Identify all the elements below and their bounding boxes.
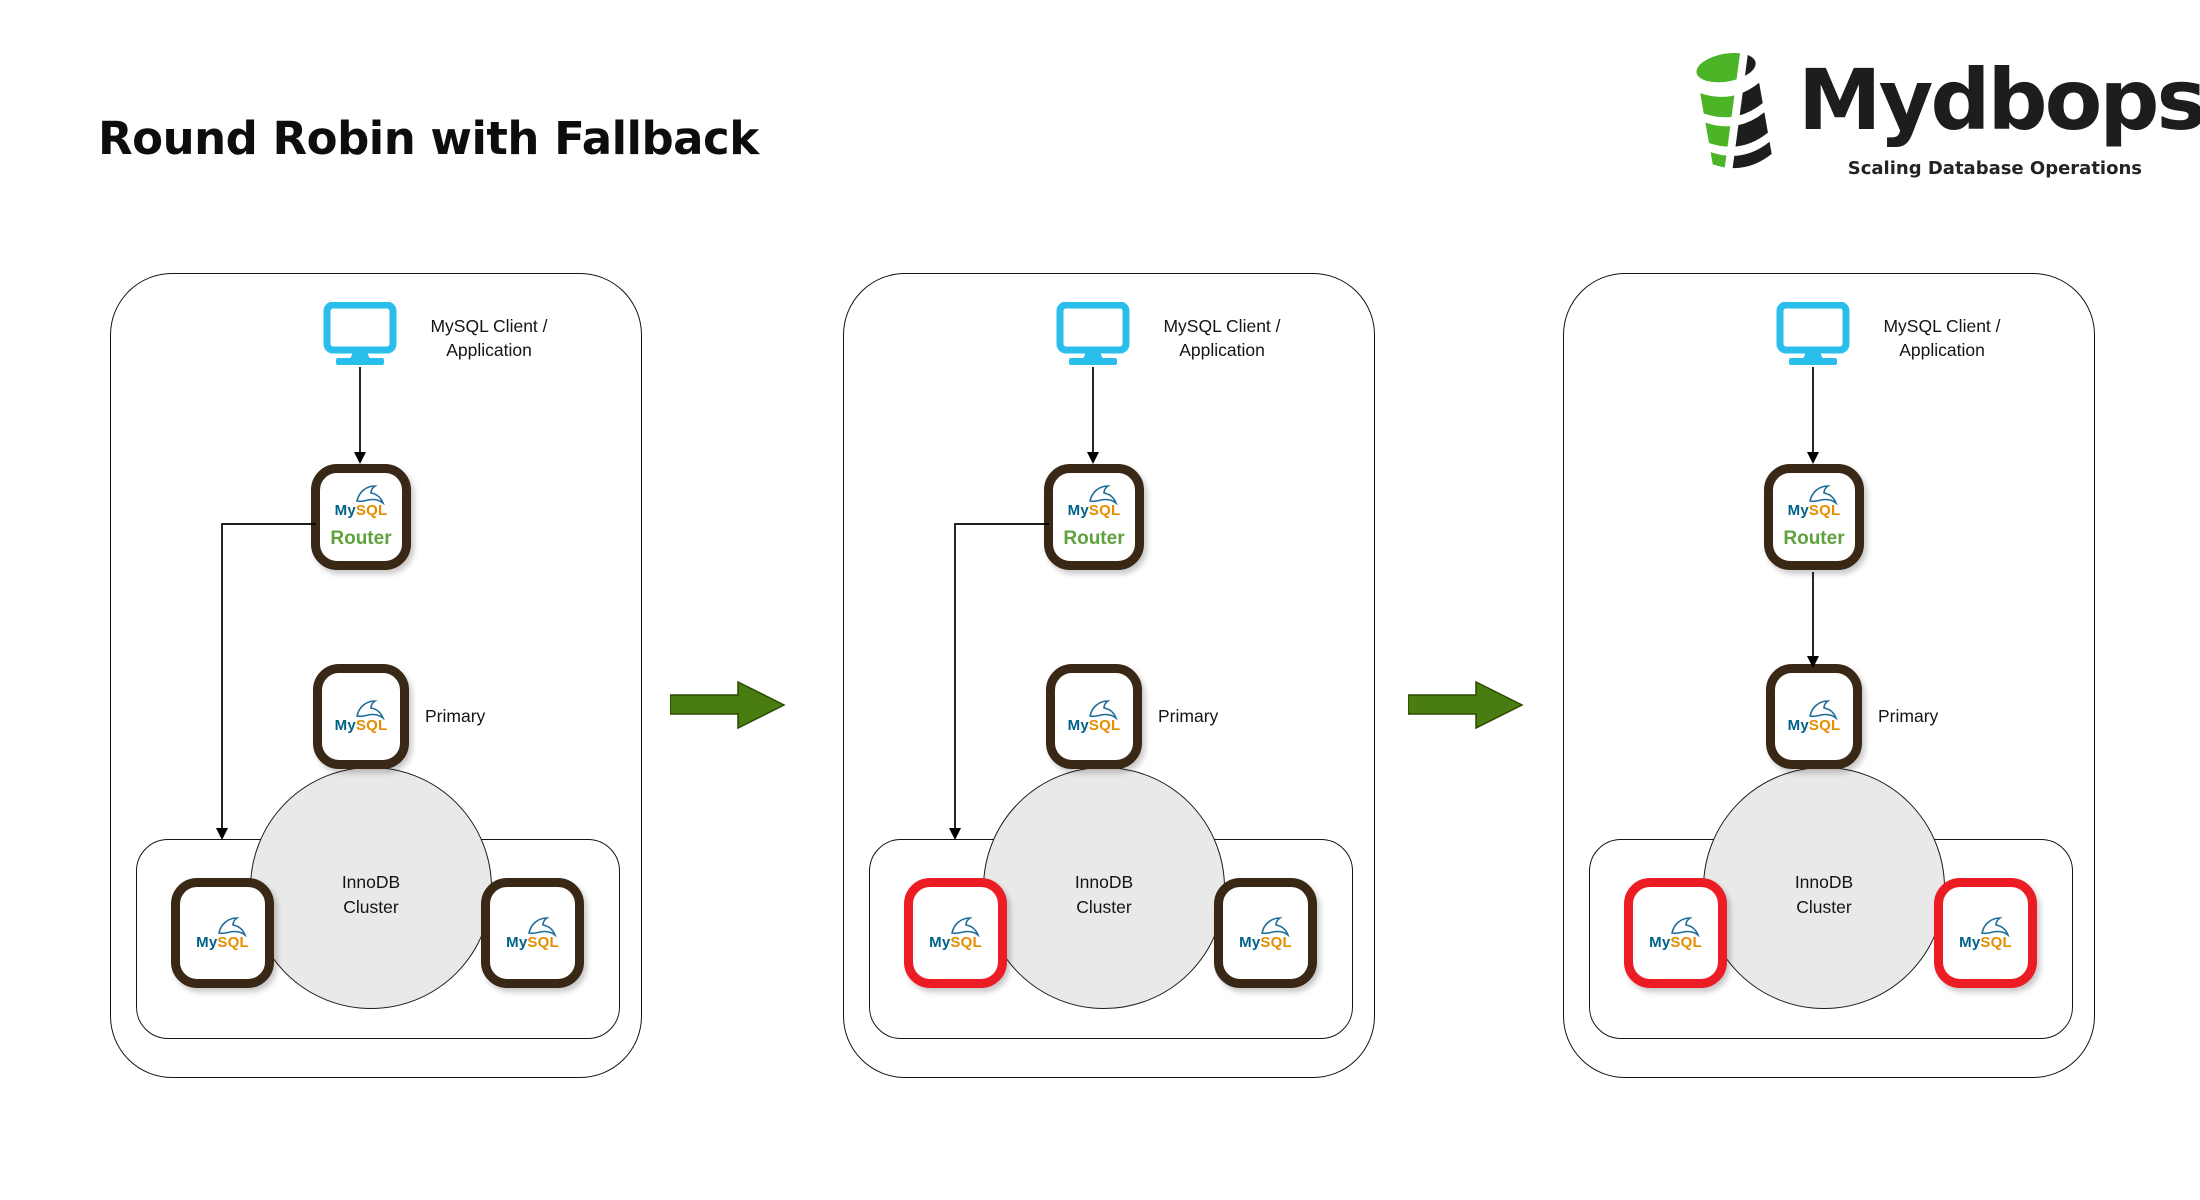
mysql-dolphin-icon xyxy=(1980,916,2010,937)
primary-node: MySQL xyxy=(1766,664,1862,769)
primary-node: MySQL xyxy=(313,664,409,769)
router-label: Router xyxy=(330,528,392,549)
cluster-label-line2: Cluster xyxy=(1076,896,1132,917)
router-to-secondary-arrow xyxy=(949,523,1049,840)
mysql-wordmark: MySQL xyxy=(1787,502,1841,519)
client-label: MySQL Client / Application xyxy=(1142,314,1302,362)
secondary-node-right: MySQL xyxy=(1214,878,1317,988)
cluster-label-line2: Cluster xyxy=(1796,896,1852,917)
mysql-dolphin-icon xyxy=(1809,700,1838,720)
router-to-primary-arrow xyxy=(1807,572,1819,668)
transition-arrow-1 xyxy=(670,681,786,730)
router-label: Router xyxy=(1063,528,1125,549)
mysql-logo: MySQL xyxy=(1788,484,1841,519)
router-label: Router xyxy=(1783,528,1845,549)
mysql-wordmark: MySQL xyxy=(1067,717,1121,734)
router-to-secondary-arrow xyxy=(216,523,316,840)
client-label-line1: MySQL Client / xyxy=(1883,316,2001,336)
mysql-dolphin-icon xyxy=(1670,916,1700,937)
mysql-wordmark: MySQL xyxy=(506,933,559,951)
mysql-wordmark: MySQL xyxy=(334,502,388,519)
mysql-logo: MySQL xyxy=(929,916,982,951)
primary-label: Primary xyxy=(1158,706,1219,726)
cluster-label-line1: InnoDB xyxy=(341,872,401,892)
client-label-line2: Application xyxy=(446,340,532,361)
cluster-label-line2: Cluster xyxy=(343,896,399,917)
computer-monitor-icon xyxy=(323,302,397,365)
client-label: MySQL Client / Application xyxy=(409,314,569,362)
client-to-router-arrow xyxy=(1087,367,1099,464)
mysql-dolphin-icon xyxy=(1089,485,1118,505)
brand-logo: Mydbops Scaling Database Operations xyxy=(1680,30,2200,190)
mysql-router-node: MySQL Router xyxy=(311,464,411,570)
mysql-wordmark: MySQL xyxy=(929,933,982,951)
mysql-dolphin-icon xyxy=(217,916,247,937)
secondary-node-right: MySQL xyxy=(481,878,584,988)
secondary-node-left: MySQL xyxy=(1624,878,1727,988)
primary-node: MySQL xyxy=(1046,664,1142,769)
mysql-dolphin-icon xyxy=(527,916,557,937)
secondary-node-left: MySQL xyxy=(904,878,1007,988)
mysql-dolphin-icon xyxy=(1809,485,1838,505)
client-label-line1: MySQL Client / xyxy=(1163,316,1281,336)
mysql-logo: MySQL xyxy=(1788,699,1841,734)
secondary-node-right: MySQL xyxy=(1934,878,2037,988)
mysql-logo: MySQL xyxy=(1068,699,1121,734)
client-label-line1: MySQL Client / xyxy=(430,316,548,336)
diagram-panel-3: MySQL Client / Application MySQL Router … xyxy=(1563,273,2095,1078)
computer-monitor-icon xyxy=(1776,302,1850,365)
mysql-logo: MySQL xyxy=(506,916,559,951)
brand-tagline: Scaling Database Operations xyxy=(1847,158,2142,179)
cluster-label-line1: InnoDB xyxy=(1074,872,1134,892)
mysql-dolphin-icon xyxy=(1089,700,1118,720)
innodb-cluster-circle: InnoDB Cluster xyxy=(1703,767,1945,1009)
client-to-router-arrow xyxy=(1807,367,1819,464)
transition-arrow-2 xyxy=(1408,681,1524,730)
mysql-router-node: MySQL Router xyxy=(1764,464,1864,570)
mysql-logo: MySQL xyxy=(1959,916,2012,951)
mysql-router-node: MySQL Router xyxy=(1044,464,1144,570)
diagram-panel-2: MySQL Client / Application MySQL Router … xyxy=(843,273,1375,1078)
client-to-router-arrow xyxy=(354,367,366,464)
mysql-wordmark: MySQL xyxy=(1239,933,1292,951)
mysql-logo: MySQL xyxy=(1068,484,1121,519)
mysql-logo: MySQL xyxy=(335,484,388,519)
mysql-wordmark: MySQL xyxy=(1649,933,1702,951)
mysql-wordmark: MySQL xyxy=(196,933,249,951)
client-label-line2: Application xyxy=(1179,340,1265,361)
mysql-logo: MySQL xyxy=(196,916,249,951)
mysql-logo: MySQL xyxy=(1239,916,1292,951)
client-label-line2: Application xyxy=(1899,340,1985,361)
primary-label: Primary xyxy=(1878,706,1939,726)
primary-label: Primary xyxy=(425,706,486,726)
mysql-wordmark: MySQL xyxy=(1787,717,1841,734)
mysql-wordmark: MySQL xyxy=(334,717,388,734)
mydbops-logo-icon xyxy=(1694,48,1774,173)
client-label: MySQL Client / Application xyxy=(1862,314,2022,362)
mysql-dolphin-icon xyxy=(950,916,980,937)
computer-monitor-icon xyxy=(1056,302,1130,365)
diagram-panel-1: MySQL Client / Application MySQL Router … xyxy=(110,273,642,1078)
brand-name: Mydbops xyxy=(1798,51,2200,149)
cluster-label-line1: InnoDB xyxy=(1794,872,1854,892)
page-title: Round Robin with Fallback xyxy=(98,112,759,165)
mysql-dolphin-icon xyxy=(356,700,385,720)
secondary-node-left: MySQL xyxy=(171,878,274,988)
mysql-dolphin-icon xyxy=(1260,916,1290,937)
mysql-wordmark: MySQL xyxy=(1067,502,1121,519)
mysql-dolphin-icon xyxy=(356,485,385,505)
mysql-logo: MySQL xyxy=(335,699,388,734)
mysql-wordmark: MySQL xyxy=(1959,933,2012,951)
mysql-logo: MySQL xyxy=(1649,916,1702,951)
